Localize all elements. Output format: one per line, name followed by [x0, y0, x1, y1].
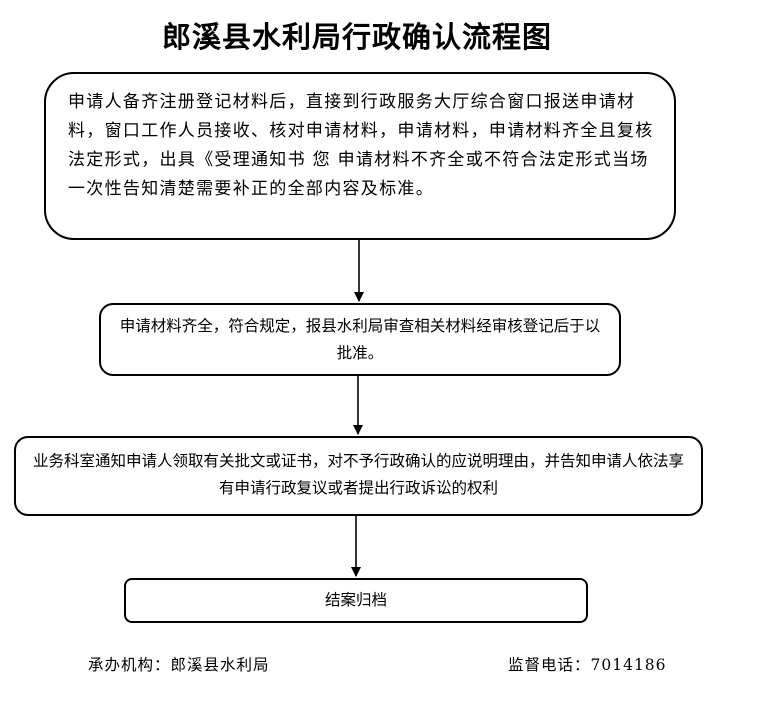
step-1-text: 申请人备齐注册登记材料后，直接到行政服务大厅综合窗口报送申请材料，窗口工作人员接… [68, 92, 654, 199]
step-3-text: 业务科室通知申请人领取有关批文或证书，对不予行政确认的应说明理由，并告知申请人依… [32, 452, 684, 497]
page-title: 郎溪县水利局行政确认流程图 [161, 20, 552, 54]
organizer-label: 承办机构：郎溪县水利局 [88, 656, 270, 674]
step-3-box: 业务科室通知申请人领取有关批文或证书，对不予行政确认的应说明理由，并告知申请人依… [14, 436, 703, 516]
step-2-text: 申请材料齐全，符合规定，报县水利局审查相关材料经审核登记后于以批准。 [119, 317, 601, 362]
hotline-label: 监督电话：7014186 [508, 656, 667, 674]
step-1-box: 申请人备齐注册登记材料后，直接到行政服务大厅综合窗口报送申请材料，窗口工作人员接… [44, 72, 676, 240]
step-4-text: 结案归档 [324, 591, 387, 609]
step-2-box: 申请材料齐全，符合规定，报县水利局审查相关材料经审核登记后于以批准。 [99, 303, 621, 376]
step-4-box: 结案归档 [124, 578, 588, 623]
